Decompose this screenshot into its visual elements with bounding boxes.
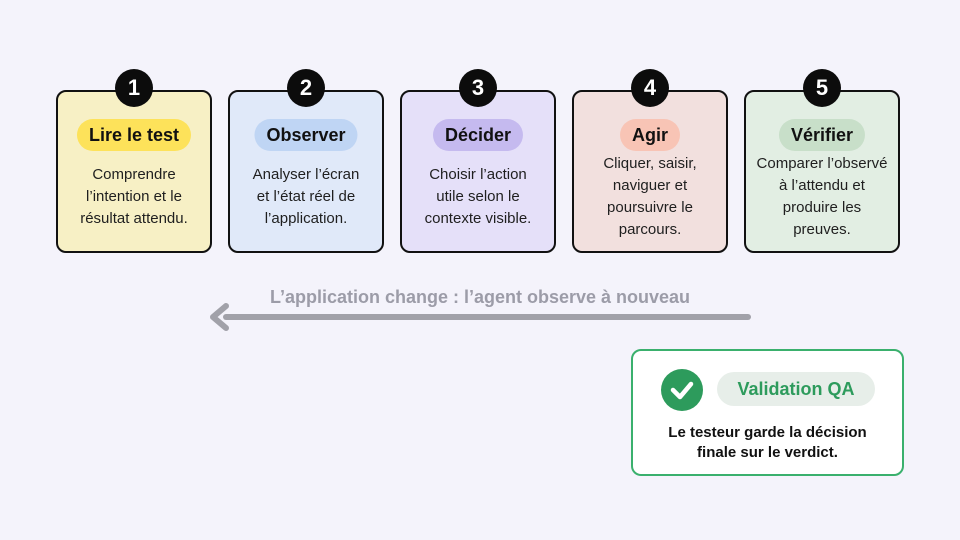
step-title: Observer: [254, 119, 358, 151]
step-number-badge: 4: [631, 69, 669, 107]
qa-validation-card: Validation QA Le testeur garde la décisi…: [631, 349, 904, 476]
check-icon: [661, 369, 703, 411]
validation-title: Validation QA: [717, 372, 875, 406]
step-title: Agir: [620, 119, 680, 151]
loop-label: L’application change : l’agent observe à…: [269, 287, 691, 307]
step-number-badge: 3: [459, 69, 497, 107]
step-number-badge: 1: [115, 69, 153, 107]
step-number-badge: 2: [287, 69, 325, 107]
step-number-badge: 5: [803, 69, 841, 107]
step-title: Lire le test: [76, 119, 192, 151]
step-title: Vérifier: [778, 119, 866, 151]
step-title: Décider: [432, 119, 524, 151]
